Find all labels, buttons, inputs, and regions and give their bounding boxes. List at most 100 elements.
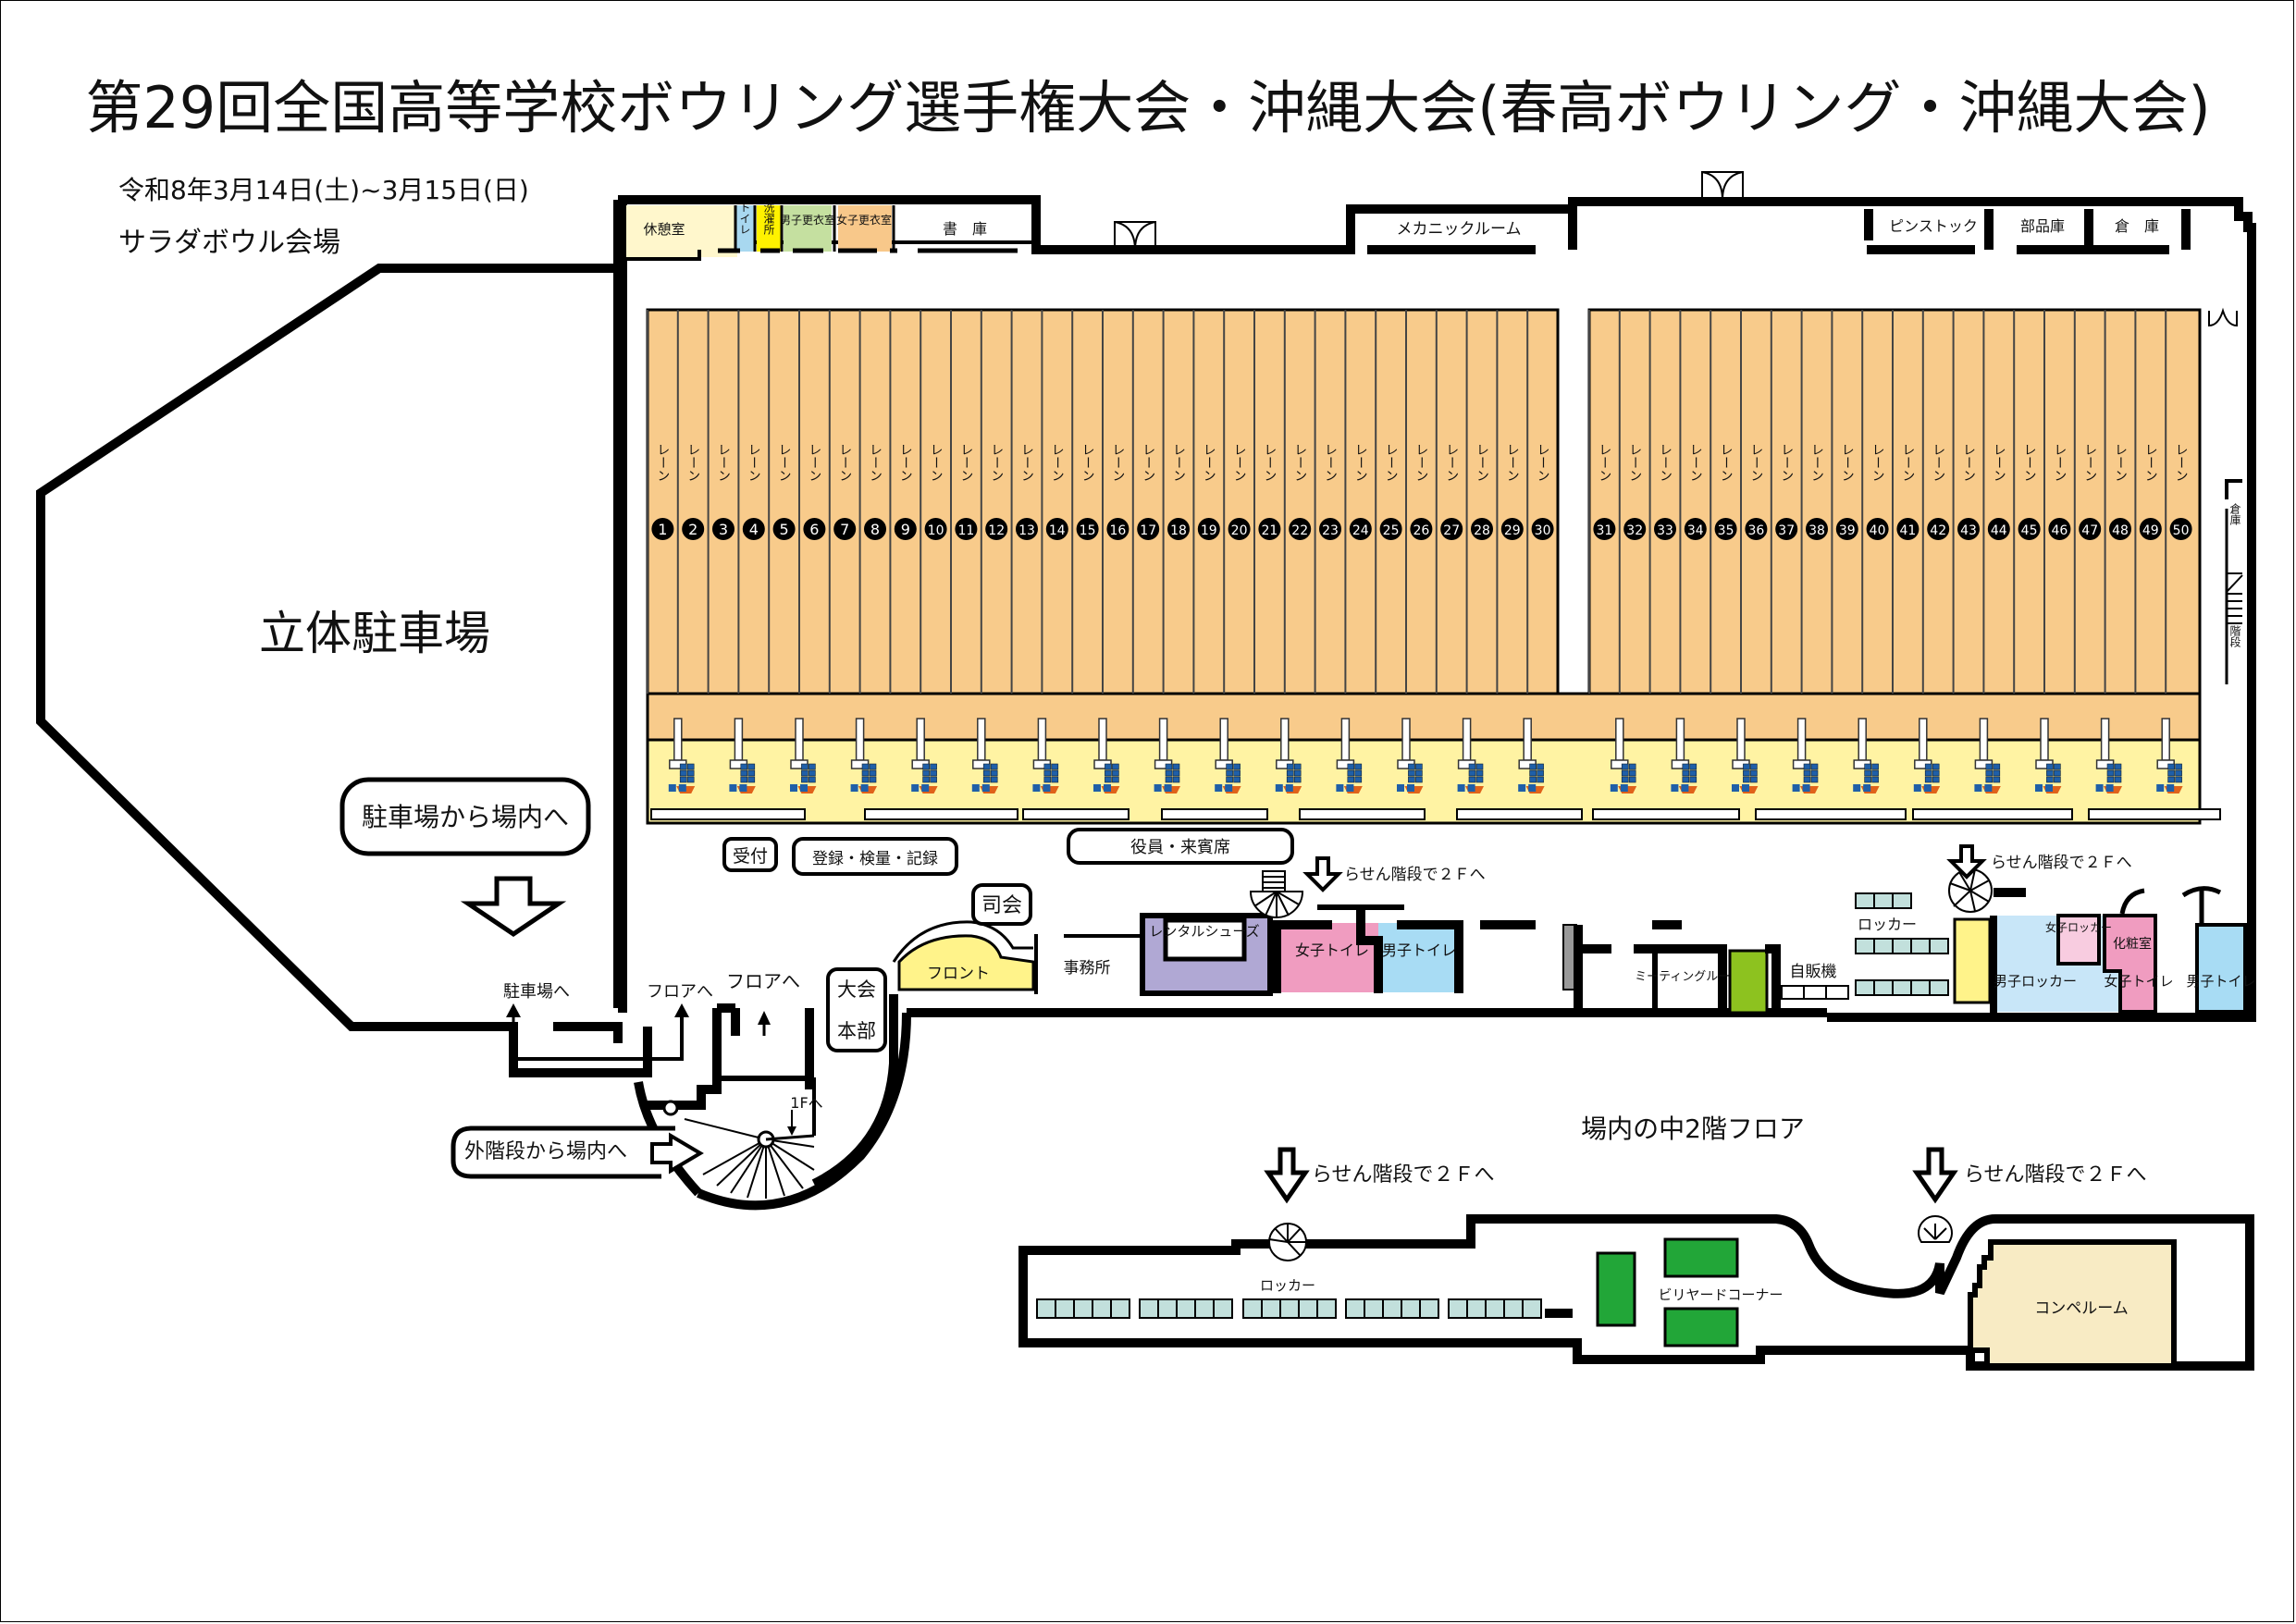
up-arrow-icon	[758, 1011, 771, 1025]
lane-number: 18	[1170, 523, 1187, 538]
chair	[729, 784, 737, 792]
chair	[1993, 776, 2001, 783]
bench	[650, 808, 806, 820]
registration-sign: 登録・検量・記録	[792, 837, 958, 876]
lane-number: 17	[1140, 523, 1156, 538]
down-arrow-icon	[787, 1126, 796, 1136]
chair	[861, 776, 870, 783]
chair	[2106, 769, 2115, 777]
locker-bank	[1855, 892, 1949, 996]
lane-label: レーン	[958, 443, 973, 482]
chair	[1225, 784, 1233, 792]
locker	[1364, 1298, 1384, 1319]
lane-label: レーン	[1809, 443, 1824, 482]
to-floor-label-2: フロアへ	[726, 970, 800, 992]
ball-return	[795, 718, 804, 761]
double-door-icon	[2208, 307, 2238, 327]
chair	[686, 763, 695, 770]
lane-label: レーン	[1202, 443, 1216, 482]
chair	[2054, 763, 2061, 770]
ball-return	[2040, 718, 2049, 761]
to-parking-label: 駐車場へ	[503, 982, 570, 1002]
reception-sign: 受付	[722, 837, 778, 872]
lane-number: 21	[1261, 523, 1278, 538]
chair	[1750, 776, 1758, 783]
lane-number-badge	[1258, 518, 1281, 540]
spiral-stairs-note-right: らせん階段で２Ｆへ	[1991, 854, 2132, 872]
lane-number: 2	[688, 521, 697, 538]
lane-label: レーン	[1658, 443, 1673, 482]
chair	[1233, 776, 1241, 783]
lane-label: レーン	[1536, 443, 1550, 482]
chair	[982, 763, 991, 770]
chair	[1043, 776, 1052, 783]
side-stairs-label: 階段	[2228, 624, 2241, 648]
chair	[1537, 769, 1544, 777]
rental-shoes-room: レンタルシューズ	[1140, 913, 1273, 996]
chair	[2114, 763, 2122, 770]
chair	[1408, 769, 1415, 777]
chair	[1112, 763, 1119, 770]
svg-text:登録・検量・記録: 登録・検量・記録	[812, 850, 938, 868]
pin-stock-label: ピンストック	[1889, 217, 1978, 235]
lanes-area: レーン1レーン2レーン3レーン4レーン5レーン6レーン7レーン8レーン9レーン1…	[646, 308, 2221, 825]
chair	[1408, 763, 1415, 770]
chair	[740, 763, 748, 770]
lane-number-badge	[1076, 518, 1099, 540]
chair	[850, 784, 858, 792]
lane-label: レーン	[1232, 443, 1247, 482]
chair	[747, 776, 756, 783]
chair	[740, 776, 748, 783]
lane-number: 49	[2142, 523, 2159, 538]
lane-number: 14	[1049, 523, 1066, 538]
lane-number: 31	[1596, 523, 1612, 538]
chair	[1408, 776, 1415, 783]
chair	[1336, 784, 1344, 792]
locker	[1485, 1298, 1505, 1319]
compe-room: コンペルーム	[1968, 1239, 2177, 1369]
lane-number: 41	[1899, 523, 1916, 538]
ball-return	[1858, 718, 1867, 761]
chair	[1750, 763, 1758, 770]
lane-number: 39	[1839, 523, 1856, 538]
warehouse-label: 倉 庫	[2115, 217, 2159, 235]
lane-label: レーン	[1840, 443, 1855, 482]
lane-label: レーン	[2052, 443, 2067, 482]
svg-text:レンタルシューズ: レンタルシューズ	[1149, 923, 1259, 940]
chair	[1165, 776, 1173, 783]
chair	[1932, 776, 1940, 783]
page-title: 第29回全国高等学校ボウリング選手権大会・沖縄大会(春高ボウリング・沖縄大会)	[85, 74, 2210, 141]
svg-text:大会: 大会	[837, 978, 876, 1001]
lane-number: 38	[1808, 523, 1825, 538]
svg-text:駐車場から場内へ: 駐車場から場内へ	[362, 802, 569, 832]
lane-number: 1	[658, 521, 667, 538]
chair	[990, 769, 998, 777]
chair	[1233, 763, 1241, 770]
lane-label: レーン	[1384, 443, 1399, 482]
chair	[982, 769, 991, 777]
right-corner-rooms: 女子ロッカー 化粧室 男子ロッカー 女子トイレ 男子トイレ	[1953, 886, 2256, 1017]
to-1f-label: 1Fへ	[790, 1094, 822, 1112]
ball-return	[673, 718, 683, 761]
lane-number-badge	[1228, 518, 1251, 540]
locker	[1194, 1298, 1215, 1319]
lane-label: レーン	[1141, 443, 1155, 482]
chair	[1864, 763, 1871, 770]
chair	[1732, 784, 1739, 792]
chair	[2167, 763, 2175, 770]
chair	[679, 763, 687, 770]
lane-label: レーン	[777, 443, 792, 482]
lane-number-badge	[1167, 518, 1190, 540]
lane-number: 40	[1870, 523, 1886, 538]
bench	[2088, 808, 2221, 820]
lane-number: 3	[719, 521, 728, 538]
chair	[747, 769, 756, 777]
chair	[790, 784, 797, 792]
chair	[861, 769, 870, 777]
lockers-label: ロッカー	[1858, 916, 1917, 933]
lane-number-badge	[1806, 518, 1828, 540]
chair	[2095, 784, 2104, 792]
ball-return	[916, 718, 925, 761]
lane-number: 45	[2021, 523, 2038, 538]
